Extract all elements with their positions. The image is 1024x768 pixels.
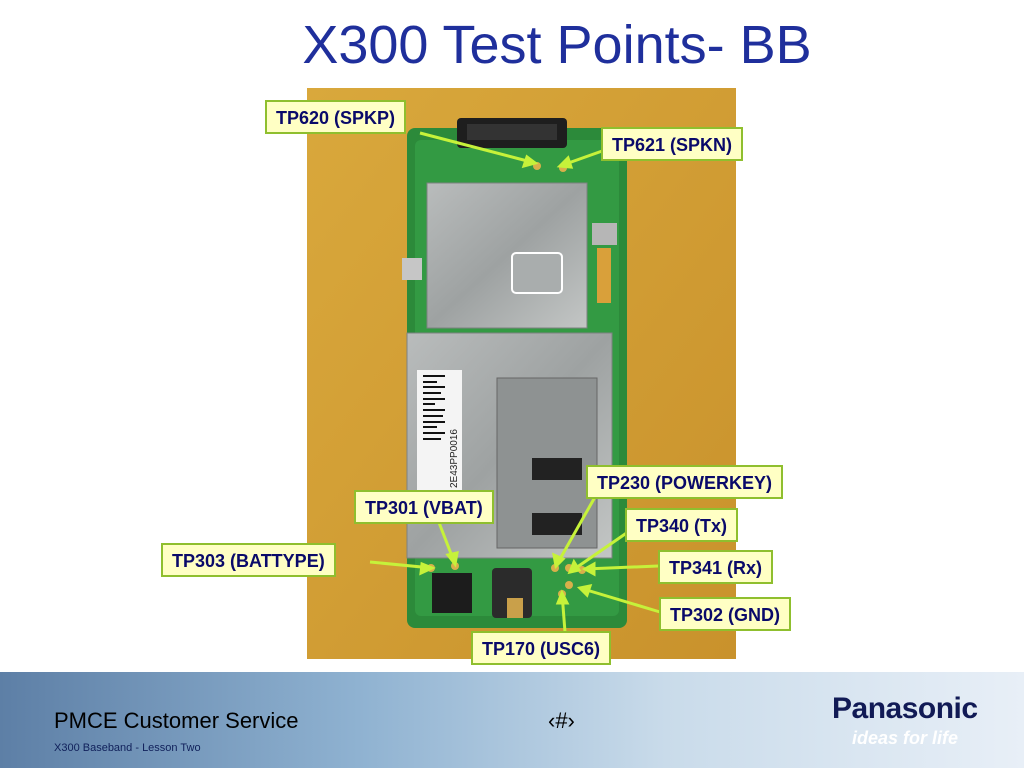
footer-title: PMCE Customer Service bbox=[54, 708, 299, 733]
callout-tp301: TP301 (VBAT) bbox=[354, 490, 494, 524]
callout-tp341: TP341 (Rx) bbox=[658, 550, 774, 584]
barcode-text: 2E43PP0016 bbox=[449, 429, 460, 488]
panasonic-logo: Panasonic bbox=[832, 692, 978, 725]
slide-title: X300 Test Points- BB bbox=[302, 15, 812, 75]
callout-tp620: TP620 (SPKP) bbox=[265, 100, 407, 134]
footer-bar bbox=[0, 672, 1024, 768]
callout-tp170: TP170 (USC6) bbox=[471, 631, 612, 665]
callout-tp303: TP303 (BATTYPE) bbox=[161, 543, 336, 577]
callout-tp621: TP621 (SPKN) bbox=[601, 127, 744, 161]
callout-tp302: TP302 (GND) bbox=[659, 597, 792, 631]
brand-tagline: ideas for life bbox=[852, 728, 959, 748]
callout-tp340: TP340 (Tx) bbox=[625, 508, 739, 542]
footer-subtitle: X300 Baseband - Lesson Two bbox=[54, 742, 201, 754]
callout-tp230: TP230 (POWERKEY) bbox=[586, 465, 784, 499]
page-number: ‹#› bbox=[548, 708, 575, 733]
